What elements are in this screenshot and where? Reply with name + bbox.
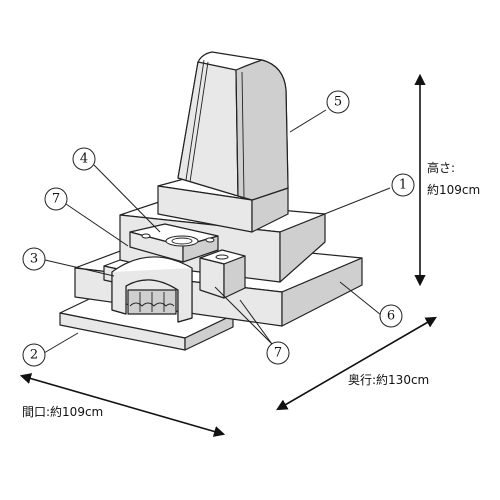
depth-label: 奥行:約130cm [348,372,429,387]
flower-vase-right [199,249,246,299]
callout-3: 3 [22,247,46,271]
upright-stone [177,51,289,201]
frontage-arrow [19,373,226,437]
depth-arrow [276,316,437,411]
callout-7-lower-label: 7 [274,346,282,361]
callout-1: 1 [391,173,415,197]
callout-5: 5 [326,90,350,114]
height-label: 高さ: [427,160,455,175]
leader-lines [43,109,391,354]
callout-5-label: 5 [334,95,342,110]
callout-7-upper: 7 [44,187,68,211]
frontage-label: 間口:約109cm [22,404,103,419]
incense-holder [129,223,219,263]
callout-7-upper-label: 7 [52,192,60,207]
height-value: 約109cm [427,182,480,197]
callout-2: 2 [22,343,46,367]
callout-7-lower: 7 [266,341,290,365]
callout-4-label: 4 [80,152,88,167]
callout-3-label: 3 [30,252,38,267]
incense-burner [111,256,193,323]
callout-6: 6 [379,304,403,328]
callout-6-label: 6 [387,309,395,324]
callout-4: 4 [72,147,96,171]
callout-1-label: 1 [399,178,407,193]
callout-2-label: 2 [30,348,38,363]
